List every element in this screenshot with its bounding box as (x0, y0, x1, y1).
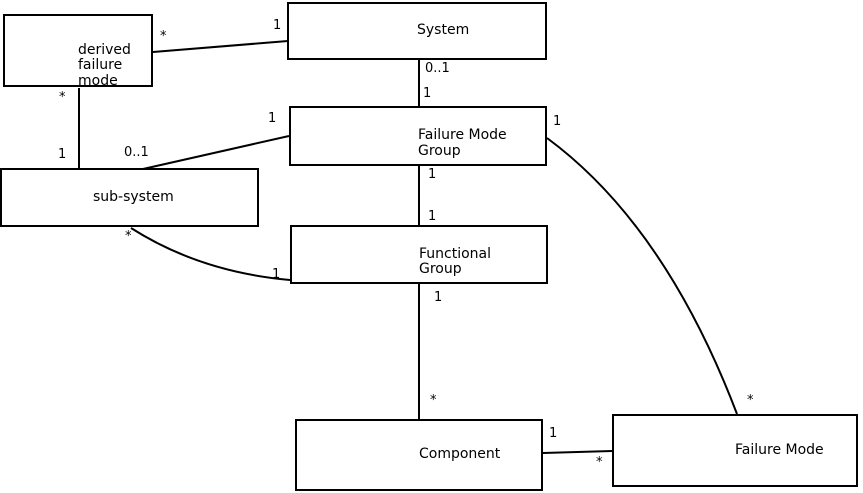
node-functional-group: Functional Group (290, 225, 548, 284)
node-system: System (287, 2, 547, 60)
node-component: Component (295, 419, 543, 491)
mult-component-fm-near-fm: * (596, 455, 603, 470)
node-system-label: System (417, 22, 470, 38)
mult-dfm-system-near-system: 1 (273, 18, 282, 33)
edge-sub-system-functional-group (130, 227, 291, 281)
mult-fmg-fm-near-fm: * (747, 393, 754, 408)
node-sub-system-label: sub-system (93, 188, 174, 205)
mult-fmg-fm-near-fmg: 1 (553, 114, 562, 129)
mult-fg-component-near-fg: 1 (434, 290, 443, 305)
mult-fmg-fg-near-fmg: 1 (428, 167, 437, 182)
mult-fg-component-near-component: * (430, 393, 437, 408)
node-sub-system: sub-system (0, 168, 259, 227)
node-functional-group-label: Functional Group (419, 245, 492, 277)
edge-component-failure-mode (542, 450, 613, 454)
mult-fmg-subsystem-near-fmg: 1 (268, 111, 277, 126)
node-component-label: Component (419, 446, 501, 462)
mult-system-fmg-near-fmg: 1 (423, 86, 432, 101)
node-derived-failure-mode: derived failure mode (3, 14, 153, 89)
node-failure-mode: Failure Mode (612, 414, 858, 487)
mult-component-fm-near-component: 1 (549, 426, 558, 441)
edge-failure-mode-group-failure-mode (546, 137, 738, 415)
mult-system-fmg-near-system: 0..1 (425, 61, 450, 76)
edge-derived-failure-mode-system (152, 40, 289, 53)
mult-dfm-subsystem-near-subsystem: 1 (58, 147, 67, 162)
mult-fmg-fg-near-fg: 1 (428, 209, 437, 224)
mult-dfm-subsystem-near-dfm: * (59, 90, 66, 105)
node-failure-mode-group: Failure Mode Group (289, 106, 547, 166)
node-failure-mode-label: Failure Mode (735, 441, 824, 458)
mult-subsystem-fg-near-subsystem: * (125, 229, 132, 244)
mult-fmg-subsystem-near-subsystem: 0..1 (124, 145, 149, 160)
node-failure-mode-group-label: Failure Mode Group (418, 127, 507, 159)
edge-failure-mode-group-sub-system (142, 135, 290, 170)
node-derived-failure-mode-label: derived failure mode (78, 41, 131, 89)
mult-dfm-system-near-dfm: * (160, 29, 167, 44)
mult-subsystem-fg-near-fg: 1 (272, 267, 281, 282)
